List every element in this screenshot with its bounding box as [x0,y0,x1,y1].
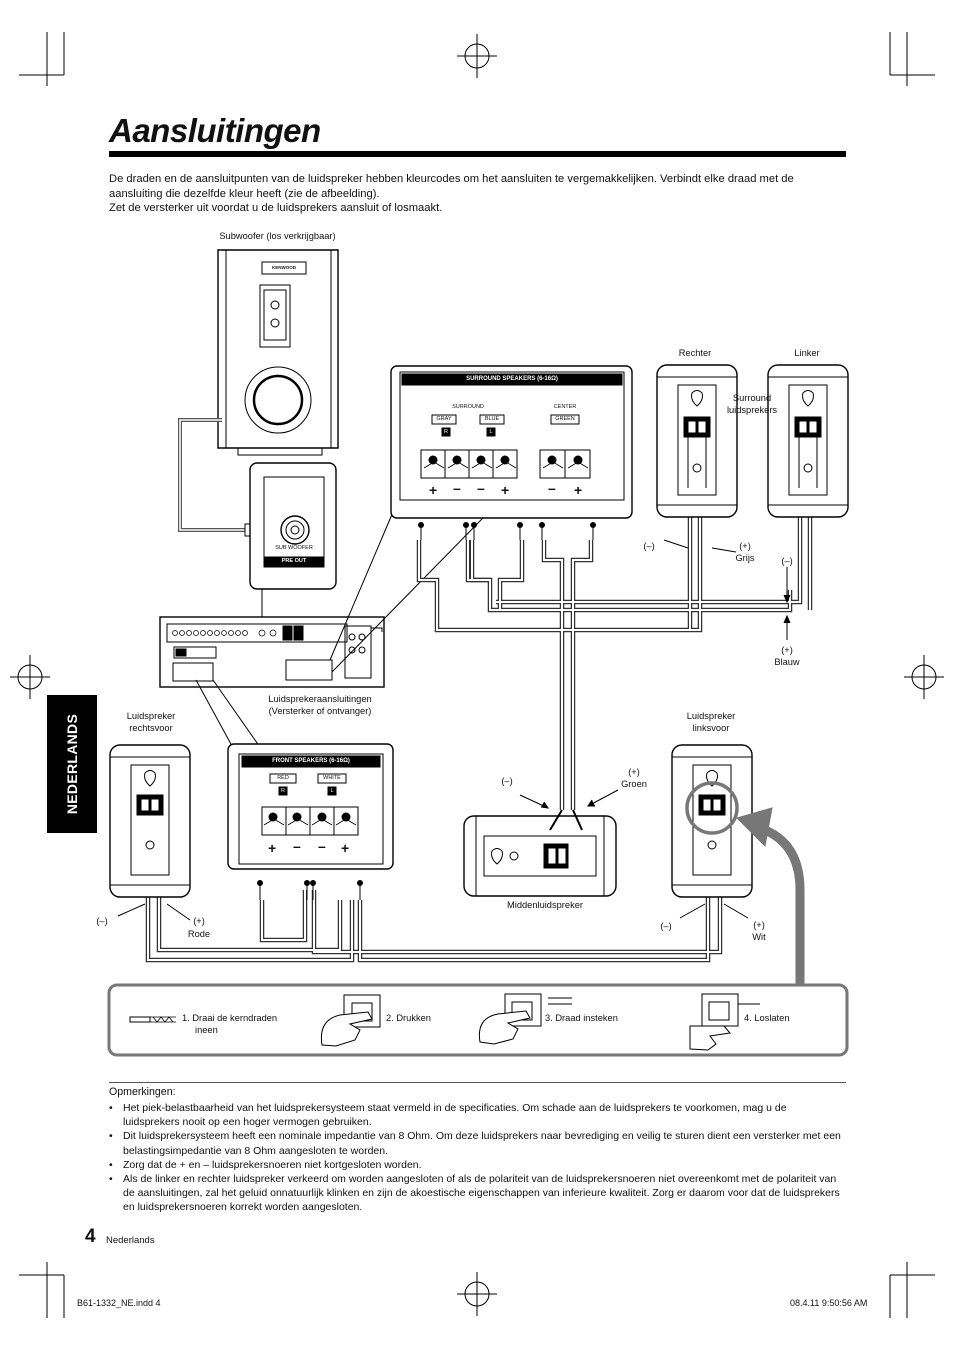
front-left-label: Luidspreker linksvoor [672,711,750,734]
receiver-rear-panel [159,616,385,688]
step-1-line: ineen [195,1024,218,1035]
center-speaker-label: Middenluidspreker [507,900,583,910]
polarity-mark: + [574,482,583,498]
step-3-label: 3. Draad insteken [545,1013,618,1023]
slug-timestamp: 08.4.11 9:50:56 AM [790,1298,868,1308]
minus-label: (–) [501,776,513,786]
polarity-mark: – [318,838,326,854]
step-1-line: 1. Draai de kerndraden [182,1013,278,1023]
front-panel-header: FRONT SPEAKERS (6-16Ω) [272,758,350,764]
plus-label: (+) [753,920,765,930]
polarity-mark: + [501,482,510,498]
speaker-terminals-label: Luidsprekeraansluitingen (Versterker of … [245,694,395,717]
title-rule [109,151,846,157]
front-l-label: L [330,788,334,794]
surround-speakers-line: Surround [732,393,772,403]
surround-r-label: R [444,429,448,435]
surround-l-label: L [489,429,493,435]
polarity-mark: – [293,838,301,854]
plus-label: (+) [193,916,205,926]
intro-text: De draden en de aansluitpunten van de lu… [109,172,849,216]
notes-rule [109,1082,846,1083]
polarity-mark: + [268,840,277,856]
plus-label: (+) [628,767,640,777]
rechter-label: Rechter [678,348,712,358]
minus-label: (–) [643,541,655,551]
front-right-speaker [109,744,191,898]
front-right-line: Luidspreker [126,711,176,721]
connection-diagram [107,249,849,1057]
front-left-line: Luidspreker [686,711,736,721]
subwoofer-label: Subwoofer (los verkrijgbaar) [219,231,336,241]
step-2-press-icon [320,994,381,1047]
front-terminal-panel [227,743,394,870]
front-left-line: linksvoor [692,722,730,733]
plus-label: (+) [739,541,751,551]
red-label: RED [277,775,289,781]
note-item: Het piek-belastbaarheid van het luidspre… [109,1101,846,1129]
gray-label: GRAY [436,416,452,422]
green-label: GREEN [555,416,575,422]
note-item: Als de linker en rechter luidspreker ver… [109,1172,846,1215]
right-surround-speaker [656,364,738,518]
surround-speakers-label: Surround luidsprekers [720,393,784,416]
subwoofer-illustration [217,249,339,456]
note-item: Zorg dat de + en – luidsprekersnoeren ni… [109,1158,846,1172]
speaker-terminals-line: Luidsprekeraansluitingen [268,694,372,704]
step-4-label: 4. Loslaten [744,1013,790,1023]
notes-list: Het piek-belastbaarheid van het luidspre… [109,1101,846,1215]
pre-out-label: PRE OUT [281,558,307,564]
intro-paragraph: De draden en de aansluitpunten van de lu… [109,173,794,200]
surround-panel-header: SURROUND SPEAKERS (6-16Ω) [466,376,558,382]
polarity-mark: + [429,482,438,498]
language-tab: NEDERLANDS [47,695,97,833]
linker-label: Linker [794,348,820,358]
polarity-mark: – [548,480,556,496]
rode-label: Rode [187,929,211,939]
wit-label: Wit [752,932,766,942]
speaker-terminals-line: (Versterker of ontvanger) [268,705,372,716]
front-left-speaker [671,744,753,898]
page-title: Aansluitingen [109,112,321,149]
white-label: WHITE [323,775,341,781]
page-number: 4 [85,1226,96,1247]
page-language: Nederlands [106,1235,155,1246]
notes-heading: Opmerkingen: [109,1086,176,1098]
polarity-mark: – [453,480,461,496]
front-r-label: R [281,788,285,794]
note-item: Dit luidsprekersysteem heeft een nominal… [109,1129,846,1157]
polarity-mark: – [477,480,485,496]
center-label: CENTER [553,404,577,410]
plus-label: (+) [781,645,793,655]
slug-file: B61-1332_NE.indd 4 [77,1298,161,1308]
minus-label: (–) [781,556,793,566]
surround-speakers-line: luidsprekers [726,404,778,415]
step-2-label: 2. Drukken [386,1013,431,1023]
groen-label: Groen [621,779,647,789]
surround-terminal-panel [390,365,633,519]
step-1-wire-icon [129,1016,176,1023]
left-surround-speaker [767,364,849,518]
surround-label: SURROUND [452,404,484,410]
polarity-mark: + [341,840,350,856]
sub-woofer-jack-label: SUB WOOFER [275,545,313,551]
minus-label: (–) [96,916,108,926]
blue-label: BLUE [484,416,500,422]
intro-paragraph: Zet de versterker uit voordat u de luids… [109,202,443,214]
minus-label: (–) [660,921,672,931]
kenwood-logo: KENWOOD [272,265,296,270]
grijs-label: Grijs [735,553,755,563]
step-1-label: 1. Draai de kerndraden ineen [182,1013,277,1036]
step-4-release-icon [689,993,760,1051]
step-3-insert-icon [478,993,572,1045]
center-speaker [463,815,617,897]
front-right-label: Luidspreker rechtsvoor [112,711,190,734]
front-right-line: rechtsvoor [129,722,173,733]
blauw-label: Blauw [774,657,800,667]
